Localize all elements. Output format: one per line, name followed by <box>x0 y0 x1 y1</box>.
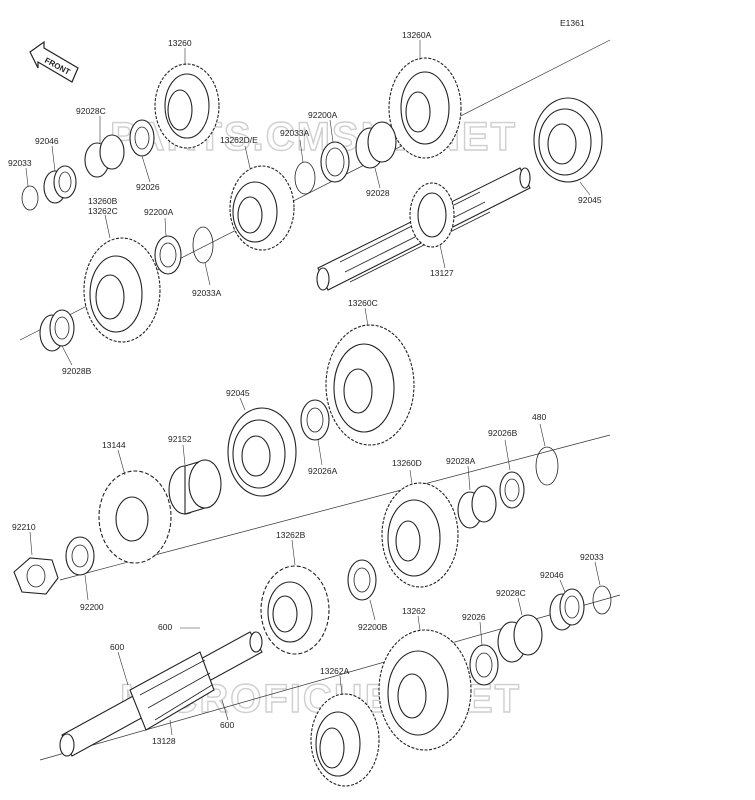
washer-92200A-top[interactable] <box>320 141 350 183</box>
label-92026-top[interactable]: 92026 <box>136 182 160 192</box>
sprocket-13144[interactable] <box>98 470 172 564</box>
leader-lines <box>25 40 601 736</box>
gear-13262A[interactable] <box>310 693 380 787</box>
circlip-92033-top[interactable] <box>21 185 39 211</box>
label-13144[interactable]: 13144 <box>102 440 126 450</box>
front-arrow-icon: FRONT <box>29 40 79 83</box>
gear-13260C[interactable] <box>325 324 415 446</box>
label-480[interactable]: 480 <box>532 412 546 422</box>
washer-92200A-mid[interactable] <box>154 235 182 275</box>
label-92200[interactable]: 92200 <box>80 602 104 612</box>
circlip-92033A-top[interactable] <box>294 161 316 195</box>
label-13262DE[interactable]: 13262D/E <box>220 135 258 145</box>
gear-13262B[interactable] <box>260 565 330 655</box>
label-92028C-top[interactable]: 92028C <box>76 106 106 116</box>
label-92200A-mid[interactable]: 92200A <box>144 207 174 217</box>
needle-bearing-92046-top[interactable] <box>43 165 77 204</box>
washer-92026-top[interactable] <box>129 119 155 157</box>
label-92026-bottom[interactable]: 92026 <box>462 612 486 622</box>
diagram-code: E1361 <box>560 18 585 28</box>
part-labels: 13260 13260A 92028C 92046 92033 92026 13… <box>8 30 604 746</box>
label-92033-bottom[interactable]: 92033 <box>580 552 604 562</box>
label-92045-mid[interactable]: 92045 <box>226 388 250 398</box>
collar-92028-top[interactable] <box>355 121 397 169</box>
label-92026A[interactable]: 92026A <box>308 466 338 476</box>
gear-13260D[interactable] <box>381 482 459 588</box>
gear-13262DE[interactable] <box>229 165 295 251</box>
label-92210[interactable]: 92210 <box>12 522 36 532</box>
washer-92200B[interactable] <box>347 559 377 601</box>
shaft-13128[interactable] <box>59 631 263 757</box>
bearing-92045-mid[interactable] <box>227 407 297 497</box>
label-13262[interactable]: 13262 <box>402 606 426 616</box>
label-92200A-top[interactable]: 92200A <box>308 110 338 120</box>
label-13262B[interactable]: 13262B <box>276 530 306 540</box>
gear-13260A[interactable] <box>388 57 462 159</box>
label-13260D[interactable]: 13260D <box>392 458 422 468</box>
label-600-a[interactable]: 600 <box>158 622 172 632</box>
collar-92152[interactable] <box>168 459 222 515</box>
label-13260C[interactable]: 13260C <box>348 298 378 308</box>
needle-bearing-92046-bottom[interactable] <box>549 588 585 631</box>
washer-92026B[interactable] <box>499 471 525 509</box>
label-92028C-bottom[interactable]: 92028C <box>496 588 526 598</box>
label-13128[interactable]: 13128 <box>152 736 176 746</box>
needle-bearing-92028B[interactable] <box>39 309 75 352</box>
washer-92026-bottom[interactable] <box>469 644 499 686</box>
label-13260B[interactable]: 13260B <box>88 196 118 206</box>
label-92200B[interactable]: 92200B <box>358 622 388 632</box>
label-13262A[interactable]: 13262A <box>320 666 350 676</box>
label-92046-bottom[interactable]: 92046 <box>540 570 564 580</box>
label-13260[interactable]: 13260 <box>168 38 192 48</box>
collar-92028A[interactable] <box>457 485 497 529</box>
collar-92028C-bottom[interactable] <box>497 614 543 663</box>
circlip-480[interactable] <box>535 446 559 486</box>
label-92045-top[interactable]: 92045 <box>578 195 602 205</box>
label-92028A[interactable]: 92028A <box>446 456 476 466</box>
label-92033-top[interactable]: 92033 <box>8 158 32 168</box>
label-92046-top[interactable]: 92046 <box>35 136 59 146</box>
circlip-92033-bottom[interactable] <box>592 585 612 615</box>
label-92033A-mid[interactable]: 92033A <box>192 288 222 298</box>
collar-92028C-top[interactable] <box>84 134 125 178</box>
gear-13127[interactable] <box>409 182 455 248</box>
label-13127[interactable]: 13127 <box>430 268 454 278</box>
nut-92210[interactable] <box>13 557 59 595</box>
label-600-c[interactable]: 600 <box>220 720 234 730</box>
label-600-b[interactable]: 600 <box>110 642 124 652</box>
label-92152[interactable]: 92152 <box>168 434 192 444</box>
label-92028B[interactable]: 92028B <box>62 366 92 376</box>
gear-13260B-13262C[interactable] <box>83 237 161 343</box>
label-13262C[interactable]: 13262C <box>88 206 118 216</box>
washer-92026A[interactable] <box>300 399 330 441</box>
gear-13260[interactable] <box>154 63 220 149</box>
label-13260A[interactable]: 13260A <box>402 30 432 40</box>
gear-13262[interactable] <box>378 629 472 751</box>
label-92028-top[interactable]: 92028 <box>366 188 390 198</box>
bearing-92045-top[interactable] <box>533 97 603 183</box>
circlip-92033A-mid[interactable] <box>192 226 214 264</box>
washer-92200[interactable] <box>65 536 95 576</box>
label-92033A-top[interactable]: 92033A <box>280 128 310 138</box>
label-92026B[interactable]: 92026B <box>488 428 518 438</box>
